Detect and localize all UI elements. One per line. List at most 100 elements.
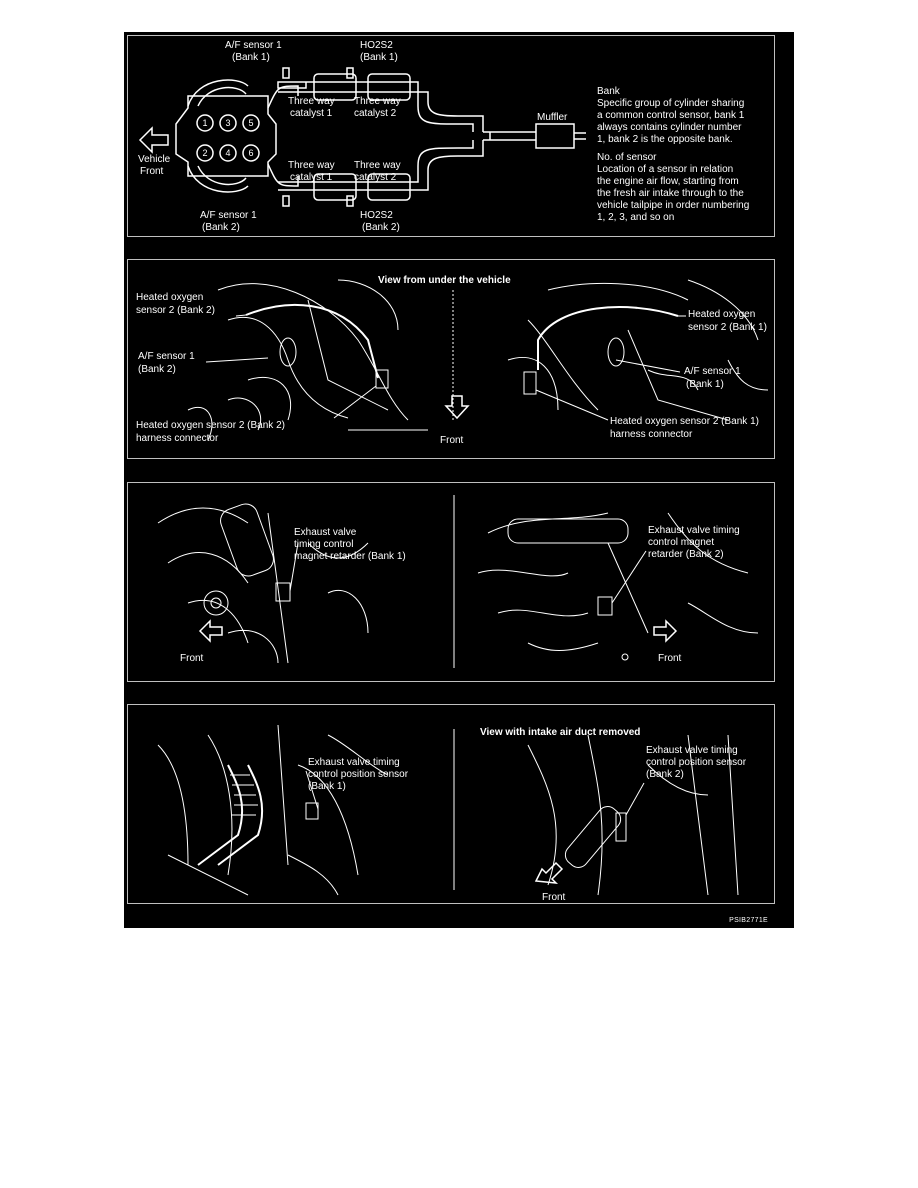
front-label: Front bbox=[658, 653, 682, 664]
ho2s2-bank2-label: (Bank 2) bbox=[362, 222, 400, 233]
position-sensor-bank1 bbox=[305, 802, 319, 820]
twc1-bank1-label: catalyst 1 bbox=[290, 108, 333, 119]
harness-connector-bank2 bbox=[375, 369, 389, 389]
position-sensor-bank1-label: control position sensor bbox=[308, 769, 409, 780]
af-sensor-bank1-marker bbox=[282, 67, 290, 79]
catalyst-1-bank2 bbox=[313, 173, 357, 201]
hos2-conn-bank2-label: harness connector bbox=[136, 433, 219, 444]
af-bank1-label: (Bank 1) bbox=[686, 379, 724, 390]
engine-left-structure bbox=[157, 507, 369, 664]
cylinder-5 bbox=[242, 114, 260, 132]
af-sensor-bank2-label: (Bank 2) bbox=[202, 222, 240, 233]
front-arrow-right bbox=[653, 619, 678, 643]
af-bank1-label: A/F sensor 1 bbox=[684, 366, 741, 377]
intake-tube bbox=[564, 806, 622, 868]
cylinder-number: 6 bbox=[248, 148, 253, 158]
magnet-retarder-panel: Exhaust valve timing control magnet reta… bbox=[127, 482, 775, 682]
position-sensor-bank1-label: (Bank 1) bbox=[308, 781, 346, 792]
underbody-view-title: View from under the vehicle bbox=[378, 275, 511, 286]
twc1-bank2-label: catalyst 1 bbox=[290, 172, 333, 183]
vehicle-front-label: Front bbox=[140, 166, 164, 177]
muffler-label: Muffler bbox=[537, 112, 568, 123]
af-sensor-bank1-label: A/F sensor 1 bbox=[225, 40, 282, 51]
magnet-retarder-bank2-label: retarder (Bank 2) bbox=[648, 549, 724, 560]
position-sensor-illustration: Exhaust valve timing control position se… bbox=[157, 724, 747, 903]
muffler-box bbox=[535, 123, 575, 149]
sensor-no-text: the engine air flow, starting from bbox=[597, 176, 739, 187]
figure-code: PSIB2771E bbox=[729, 917, 768, 924]
position-sensor-panel: Exhaust valve timing control position se… bbox=[127, 704, 775, 904]
pulley bbox=[203, 590, 229, 616]
hos2-bank1-label: Heated oxygen bbox=[688, 309, 755, 320]
position-sensor-bank2-label: control position sensor bbox=[646, 757, 747, 768]
bank-title: Bank bbox=[597, 86, 621, 97]
intake-duct-view-title: View with intake air duct removed bbox=[480, 727, 640, 738]
ho2s2-bank1-label: (Bank 1) bbox=[360, 52, 398, 63]
pulley bbox=[210, 597, 222, 609]
af-sensor-bank2-label: A/F sensor 1 bbox=[200, 210, 257, 221]
cylinder-number: 3 bbox=[225, 118, 230, 128]
engine-left-structure bbox=[157, 724, 389, 876]
vehicle-front-arrow bbox=[138, 126, 169, 154]
underbody-right-structure bbox=[507, 279, 759, 421]
sensor-body bbox=[607, 337, 625, 367]
merged-pipe bbox=[483, 131, 536, 141]
engine-block bbox=[175, 95, 277, 177]
bolt bbox=[621, 653, 629, 661]
cylinder-4 bbox=[219, 144, 237, 162]
hos2-conn-bank2-label: Heated oxygen sensor 2 (Bank 2) bbox=[136, 420, 285, 431]
sensor-body bbox=[279, 337, 297, 367]
bank-text: Specific group of cylinder sharing bbox=[597, 98, 744, 109]
af-sensor-bank1-label: (Bank 1) bbox=[232, 52, 270, 63]
bank-text: always contains cylinder number bbox=[597, 122, 742, 133]
vehicle-front-label: Vehicle bbox=[138, 154, 171, 165]
magnet-retarder-bank2 bbox=[597, 596, 613, 616]
ho2s2-bank1-marker bbox=[346, 67, 354, 79]
twc2-bank1-label: Three way bbox=[354, 96, 401, 107]
position-sensor-bank2 bbox=[615, 812, 627, 842]
hos2-bank1-label: sensor 2 (Bank 1) bbox=[688, 322, 767, 333]
underbody-illustration: View from under the vehicle Heated oxyge… bbox=[136, 275, 769, 446]
bank-text: 1, bank 2 is the opposite bank. bbox=[597, 134, 733, 145]
exhaust-pipe-bank1 bbox=[277, 81, 474, 132]
twc2-bank1-label: catalyst 2 bbox=[354, 108, 397, 119]
magnet-retarder-bank2-label: control magnet bbox=[648, 537, 714, 548]
position-sensor-bank2-label: Exhaust valve timing bbox=[646, 745, 738, 756]
underbody-sensor-panel: View from under the vehicle Heated oxyge… bbox=[127, 259, 775, 459]
catalyst-2-bank2 bbox=[367, 173, 411, 201]
sensor-no-title: No. of sensor bbox=[597, 152, 657, 163]
twc1-bank2-label: Three way bbox=[288, 160, 335, 171]
sensor-no-text: the fresh air intake through to the bbox=[597, 188, 744, 199]
exhaust-layout-panel: 1 3 5 2 4 6 A/F sensor 1 (Bank 1) HO2S2 … bbox=[127, 35, 775, 237]
twc2-bank2-label: catalyst 2 bbox=[354, 172, 397, 183]
cam-cover-left bbox=[220, 503, 274, 577]
exhaust-manifold-bank2 bbox=[187, 163, 299, 193]
hos2-conn-bank1-label: harness connector bbox=[610, 429, 693, 440]
cylinder-number: 4 bbox=[225, 148, 230, 158]
harness-connector-bank1 bbox=[523, 371, 537, 395]
intake-duct bbox=[197, 764, 264, 866]
sensor-no-text: Location of a sensor in relation bbox=[597, 164, 733, 175]
magnet-retarder-bank1 bbox=[275, 582, 291, 602]
magnet-retarder-bank1-label: magnet retarder (Bank 1) bbox=[294, 551, 406, 562]
sensor-no-text: vehicle tailpipe in order numbering bbox=[597, 200, 749, 211]
underbody-left-structure bbox=[217, 279, 409, 421]
o2-sensor-cable-bank2 bbox=[245, 303, 379, 379]
ho2s2-bank2-marker bbox=[346, 195, 354, 207]
twc2-bank2-label: Three way bbox=[354, 160, 401, 171]
catalyst-1-bank1 bbox=[313, 73, 357, 101]
front-label: Front bbox=[542, 892, 566, 903]
catalyst-2-bank1 bbox=[367, 73, 411, 101]
tailpipe bbox=[574, 132, 586, 140]
bank-text: a common control sensor, bank 1 bbox=[597, 110, 745, 121]
exhaust-schematic: 1 3 5 2 4 6 A/F sensor 1 (Bank 1) HO2S2 … bbox=[138, 40, 749, 233]
position-sensor-bank2-label: (Bank 2) bbox=[646, 769, 684, 780]
af-bank2-label: (Bank 2) bbox=[138, 364, 176, 375]
hos2-bank2-label: Heated oxygen bbox=[136, 292, 203, 303]
position-sensor-bank1-label: Exhaust valve timing bbox=[308, 757, 400, 768]
magnet-retarder-bank1-label: Exhaust valve bbox=[294, 527, 357, 538]
cylinder-number: 1 bbox=[202, 118, 207, 128]
cylinder-number: 5 bbox=[248, 118, 253, 128]
hos2-conn-bank1-label: Heated oxygen sensor 2 (Bank 1) bbox=[610, 416, 759, 427]
front-label: Front bbox=[180, 653, 204, 664]
